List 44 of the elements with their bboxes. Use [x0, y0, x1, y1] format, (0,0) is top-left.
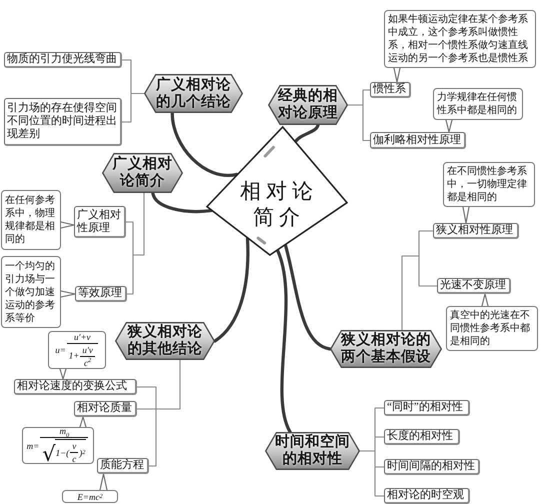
branch-line — [294, 123, 320, 143]
callout-tail — [393, 67, 401, 83]
subtopic-box: 长度的相对性 — [384, 429, 460, 445]
callout-tail — [60, 290, 76, 298]
branch-line — [213, 237, 250, 343]
callout-tail — [445, 119, 453, 133]
connector-line — [125, 192, 145, 295]
callout-bubble: 真空中的光速在不同惯性参考系中都是相同的 — [446, 306, 538, 351]
topic-hexagon: 狭义相对论的两个基本假设 — [330, 330, 442, 368]
topic-hexagon: 广义相对论的几个结论 — [144, 74, 243, 113]
branch-line — [151, 191, 213, 214]
subtopic-box: 时间间隔的相对性 — [384, 459, 480, 475]
topic-hexagon: 时间和空间的相对性 — [265, 432, 360, 470]
callout-tail — [481, 293, 489, 307]
branch-line — [284, 244, 332, 351]
subtopic-box: 相对论的时空观 — [384, 488, 470, 504]
connector-line — [347, 89, 371, 142]
callout-bubble: 如果牛顿运动定律在某个参考系中成立，这个参考系叫做惯性系，相对一个惯性系做匀速直线运动的另一个参考系也是惯性系 — [384, 10, 536, 68]
callout-tail — [462, 206, 470, 224]
callout-bubble: 力学规律在任何惯性系中都是相同的 — [433, 88, 523, 120]
callout-tail — [60, 221, 75, 229]
subtopic-box: 引力场的存在使得空间不同位置的时间进程出现差别 — [4, 98, 122, 146]
connector-line — [121, 59, 145, 123]
callout-tail — [59, 368, 67, 380]
connector-line — [136, 359, 181, 467]
connector-line — [401, 230, 438, 331]
callout-bubble: 在不同惯性参考系中，一切物理定律都是相同的 — [443, 162, 535, 207]
branch-line — [276, 249, 292, 434]
formula: E=mc$^{2}$ — [77, 492, 103, 502]
callout-tail — [99, 473, 108, 491]
center-diamond: 相对论简介 — [206, 126, 348, 256]
topic-hexagon: 经典的相对论原理 — [268, 85, 348, 125]
subtopic-box: 物质的引力使光线弯曲 — [4, 52, 122, 68]
subtopic-box: 伽利略相对性原理 — [370, 132, 466, 149]
callout-bubble: 一个均匀的引力场与一个做匀加速运动的参考系等价 — [1, 256, 61, 328]
callout-bubble: 在任何参考系中，物理规律都是相同的 — [1, 190, 61, 250]
callout-bubble — [48, 331, 106, 369]
connector-line — [359, 407, 385, 497]
subtopic-box: “同时”的相对性 — [384, 400, 470, 416]
topic-hexagon: 狭义相对论的其他结论 — [115, 322, 215, 360]
branch-line — [170, 111, 238, 178]
subtopic-box: 广义相对性原理 — [74, 206, 126, 238]
callout-tail — [79, 416, 87, 428]
topic-hexagon: 广义相对论简介 — [102, 153, 183, 193]
